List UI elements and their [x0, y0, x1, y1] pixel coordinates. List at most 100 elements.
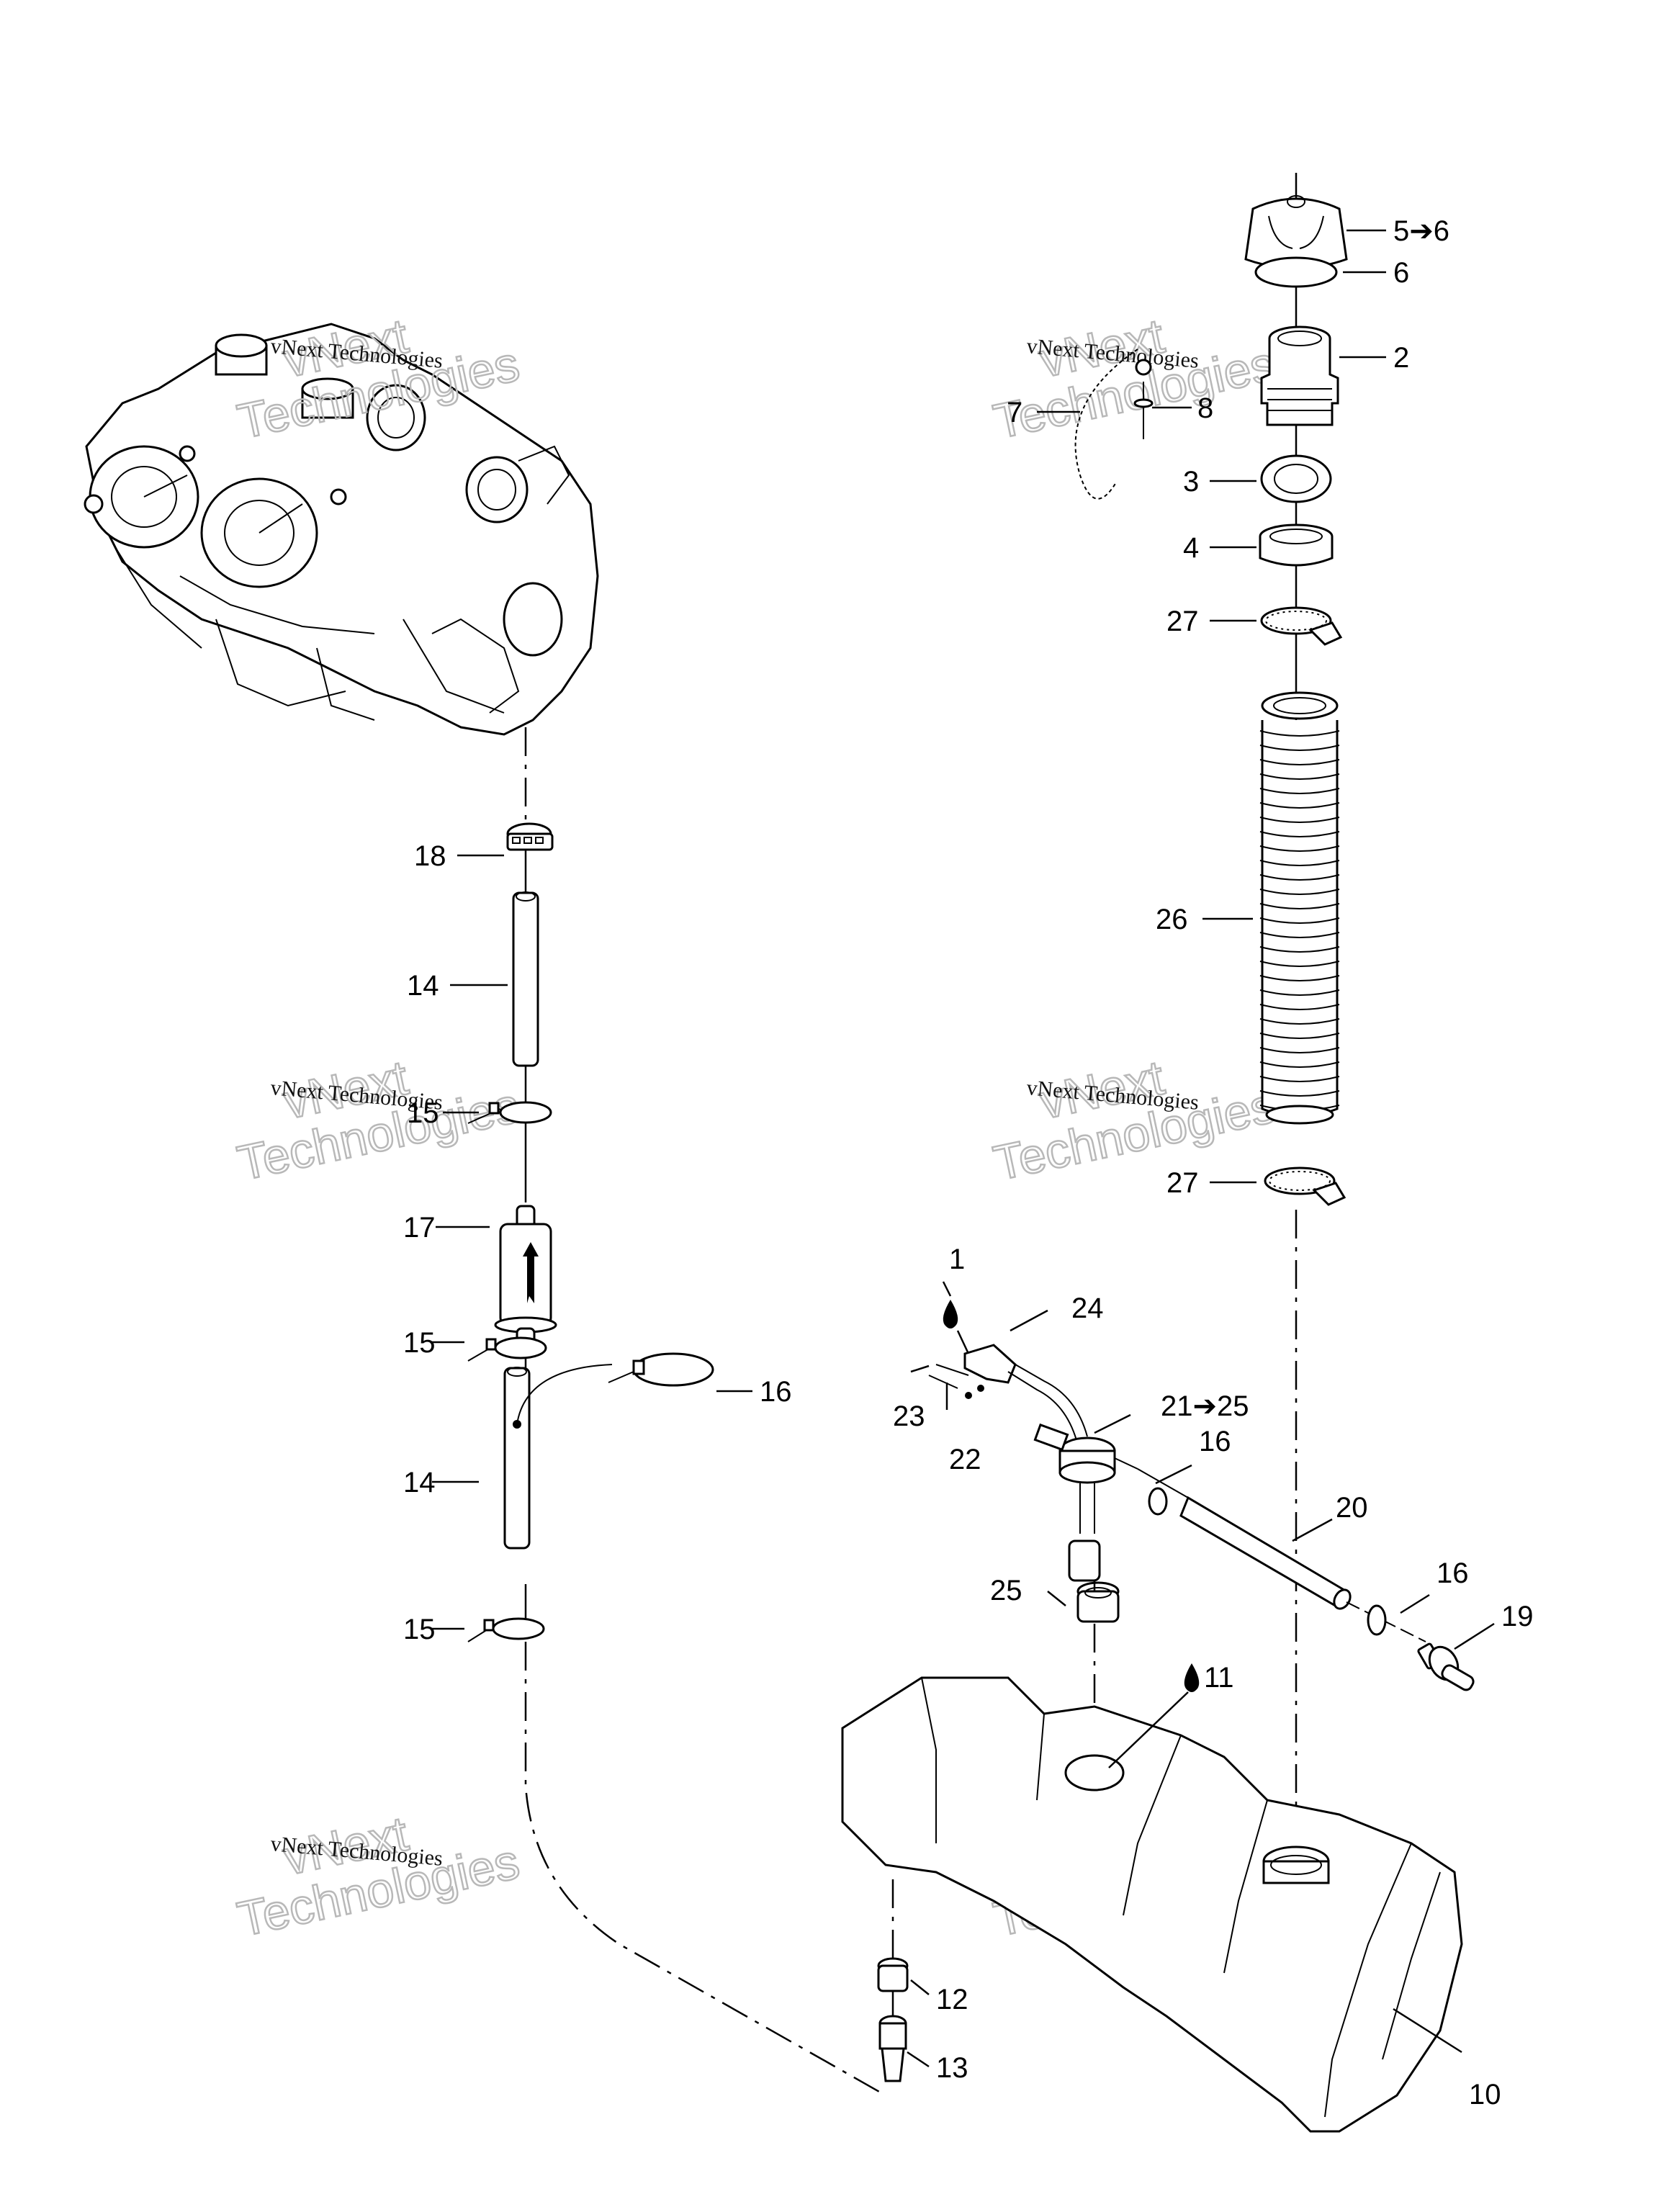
flow-arrow-icon — [523, 1242, 539, 1303]
bellows-ring — [1259, 989, 1340, 996]
bellows-ring — [1259, 1033, 1340, 1039]
outlet-fitting — [878, 2015, 907, 2082]
callout-16-b: 16 — [1199, 1426, 1231, 1457]
bushing — [877, 1957, 909, 1992]
rivet — [1133, 359, 1154, 439]
bellows-ring — [1259, 889, 1340, 895]
bellows-ring — [1259, 932, 1340, 938]
bellows-ring — [1259, 946, 1340, 953]
callout-12: 12 — [936, 1984, 968, 2015]
callout-17: 17 — [403, 1212, 436, 1244]
check-valve — [1417, 1642, 1475, 1691]
clamp-sender — [1148, 1487, 1168, 1516]
watermark-3: vNext Technologies — [232, 1049, 525, 1192]
bead-chain — [1074, 349, 1138, 500]
callout-24: 24 — [1071, 1292, 1104, 1324]
connector-housing — [963, 1344, 1017, 1384]
bellows-ring — [1259, 975, 1340, 981]
callout-8: 8 — [1197, 392, 1213, 424]
bellows-ring — [1259, 759, 1340, 765]
filler-neck — [1260, 325, 1339, 426]
o-ring — [1254, 256, 1338, 288]
bellows-ring — [1259, 903, 1340, 909]
callout-22: 22 — [949, 1444, 981, 1475]
bellows-ring — [1259, 845, 1340, 852]
bellows-ring — [1259, 1047, 1340, 1053]
callout-1: 1 — [949, 1244, 965, 1275]
callout-16-c: 16 — [1437, 1557, 1469, 1589]
fuel-cap — [1244, 195, 1348, 269]
bellows-ring — [1259, 730, 1340, 737]
callout-27-upper: 27 — [1166, 606, 1199, 637]
callout-26: 26 — [1156, 904, 1188, 935]
cable-tie — [608, 1352, 714, 1387]
callout-16-a: 16 — [760, 1376, 792, 1408]
callout-13: 13 — [936, 2052, 968, 2084]
bellows-ring — [1259, 788, 1340, 794]
callout-14-upper: 14 — [407, 970, 439, 1002]
tie-clamp-1 — [467, 1101, 552, 1124]
bellows-ring — [1259, 831, 1340, 837]
callout-3: 3 — [1183, 466, 1199, 498]
tank-opening — [1064, 1754, 1125, 1791]
bellows-hose — [1259, 691, 1340, 1125]
callout-23: 23 — [893, 1401, 925, 1432]
callout-15-a: 15 — [407, 1097, 439, 1129]
callout-10: 10 — [1469, 2079, 1501, 2110]
callout-15-b: 15 — [403, 1327, 436, 1359]
bellows-ring — [1259, 917, 1340, 924]
fuel-hose-lower — [503, 1364, 613, 1550]
filler-stack — [1074, 173, 1348, 1851]
bellows-ring — [1259, 961, 1340, 967]
bellows-ring — [1259, 874, 1340, 881]
seal-plugs — [965, 1385, 984, 1399]
watermark-2: vNext Technologies — [988, 307, 1281, 450]
clamp-vent — [1367, 1604, 1387, 1636]
grommet — [1076, 1581, 1120, 1623]
tie-clamp-2 — [467, 1336, 547, 1362]
watermark-5: vNext Technologies — [232, 1805, 525, 1948]
callout-21: 21➔25 — [1161, 1390, 1249, 1422]
bellows-ring — [1259, 1076, 1340, 1082]
watermark-4: vNext Technologies — [988, 1049, 1281, 1192]
hose-clamp-lower — [1264, 1166, 1346, 1206]
drop-icon — [1184, 1663, 1200, 1692]
callout-14-lower: 14 — [403, 1467, 436, 1498]
fuel-filter — [494, 1205, 557, 1352]
bellows-ring — [1259, 860, 1340, 866]
nut — [1259, 523, 1334, 567]
callout-2: 2 — [1393, 342, 1409, 374]
ear-clamp — [506, 822, 554, 851]
callout-7: 7 — [1007, 397, 1022, 428]
callout-6: 6 — [1393, 257, 1409, 289]
bellows-ring — [1259, 1018, 1340, 1025]
callout-labels: 5➔6 6 2 7 8 3 4 27 26 27 18 14 15 17 15 … — [403, 215, 1534, 2110]
leader-lines — [432, 229, 1495, 2068]
callout-4: 4 — [1183, 532, 1199, 564]
fuel-sender-pickup — [1033, 1423, 1138, 1582]
callout-11: 11 — [1204, 1662, 1234, 1694]
bellows-ring — [1259, 745, 1340, 751]
terminal-pins — [928, 1364, 969, 1389]
gasket — [1260, 454, 1332, 503]
tie-clamp-3 — [467, 1617, 545, 1642]
bellows-ring — [1259, 1004, 1340, 1010]
left-fuel-line — [467, 727, 886, 2097]
callout-5: 5➔6 — [1393, 215, 1449, 247]
sender-assembly — [928, 1281, 1475, 1750]
callout-27-lower: 27 — [1166, 1167, 1199, 1199]
bellows-ring — [1259, 1090, 1340, 1097]
callout-18: 18 — [414, 840, 446, 872]
bellows-ring — [1259, 773, 1340, 780]
bellows-ring — [1259, 802, 1340, 809]
callout-25: 25 — [990, 1575, 1022, 1606]
bellows-ring — [1259, 817, 1340, 823]
hose-clamp-upper — [1260, 606, 1343, 646]
callout-15-c: 15 — [403, 1614, 436, 1645]
fuel-hose-upper — [512, 891, 539, 1067]
drop-icon — [943, 1300, 958, 1328]
callout-19: 19 — [1501, 1601, 1534, 1632]
fuel-tank — [841, 1676, 1463, 2133]
engine-assembly — [84, 323, 599, 736]
